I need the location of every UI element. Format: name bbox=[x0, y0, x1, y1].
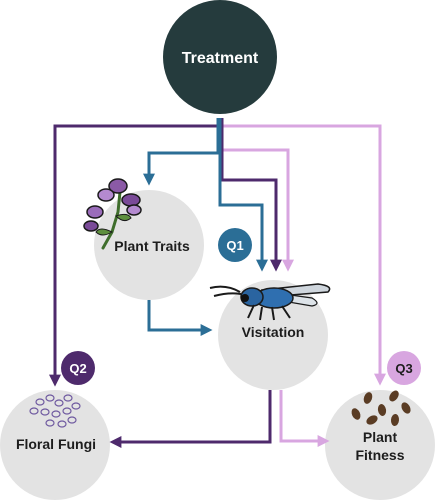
plant-fitness-node bbox=[325, 390, 435, 500]
floral-fungi-label: Floral Fungi bbox=[16, 436, 96, 452]
arrow-treatment-to-visitation-blue bbox=[218, 118, 268, 272]
treatment-label: Treatment bbox=[182, 50, 259, 67]
fungi-icon bbox=[29, 394, 81, 428]
floral-fungi-node bbox=[0, 390, 110, 500]
bee-icon bbox=[209, 283, 331, 321]
q3-label: Q3 bbox=[395, 361, 412, 376]
q1-label: Q1 bbox=[226, 238, 243, 253]
arrow-visitation-to-fungi bbox=[109, 390, 272, 448]
arrow-visitation-to-fitness bbox=[279, 390, 330, 447]
q2-badge bbox=[61, 351, 95, 385]
q3-badge bbox=[387, 351, 421, 385]
treatment-node bbox=[163, 0, 277, 114]
arrow-treatment-to-visitation-dark bbox=[220, 118, 282, 272]
plant-traits-label: Plant Traits bbox=[114, 238, 190, 254]
visitation-node bbox=[218, 280, 328, 390]
seeds-icon bbox=[351, 390, 411, 426]
flower-icon bbox=[83, 178, 142, 250]
arrow-treatment-to-plant-traits bbox=[143, 118, 220, 186]
q2-label: Q2 bbox=[69, 361, 86, 376]
plant-fitness-label-line2: Fitness bbox=[355, 447, 404, 463]
plant-fitness-label-line1: Plant bbox=[363, 429, 398, 445]
q1-badge bbox=[218, 228, 252, 262]
visitation-label: Visitation bbox=[242, 324, 305, 340]
arrow-plant-traits-to-visitation bbox=[147, 300, 213, 336]
